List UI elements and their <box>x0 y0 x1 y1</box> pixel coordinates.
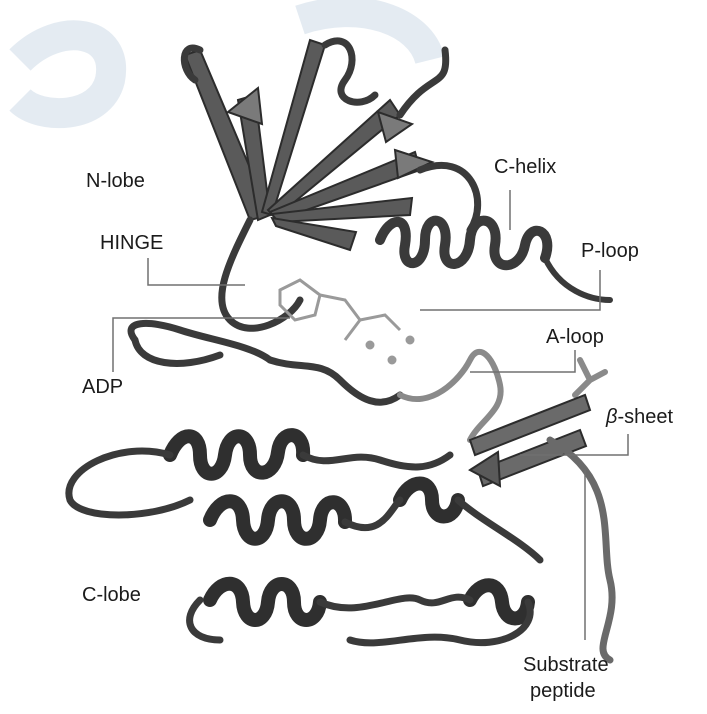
substrate-peptide <box>550 440 612 660</box>
hinge-loops <box>131 323 400 402</box>
beta-sheet-text: -sheet <box>617 406 673 428</box>
label-n-lobe: N-lobe <box>86 170 145 192</box>
label-c-helix: C-helix <box>494 156 556 178</box>
beta-sheet-strands <box>470 395 590 486</box>
label-c-lobe: C-lobe <box>82 584 141 606</box>
beta-symbol: β <box>606 406 617 428</box>
label-p-loop: P-loop <box>581 240 639 262</box>
label-a-loop: A-loop <box>546 326 604 348</box>
label-beta-sheet: β-sheet <box>606 406 673 428</box>
adp-ligand <box>280 280 413 363</box>
c-helix <box>380 221 610 300</box>
label-substrate-line1: Substrate <box>523 654 609 676</box>
label-hinge: HINGE <box>100 232 163 254</box>
label-adp: ADP <box>82 376 123 398</box>
label-substrate-line2: peptide <box>530 680 596 702</box>
